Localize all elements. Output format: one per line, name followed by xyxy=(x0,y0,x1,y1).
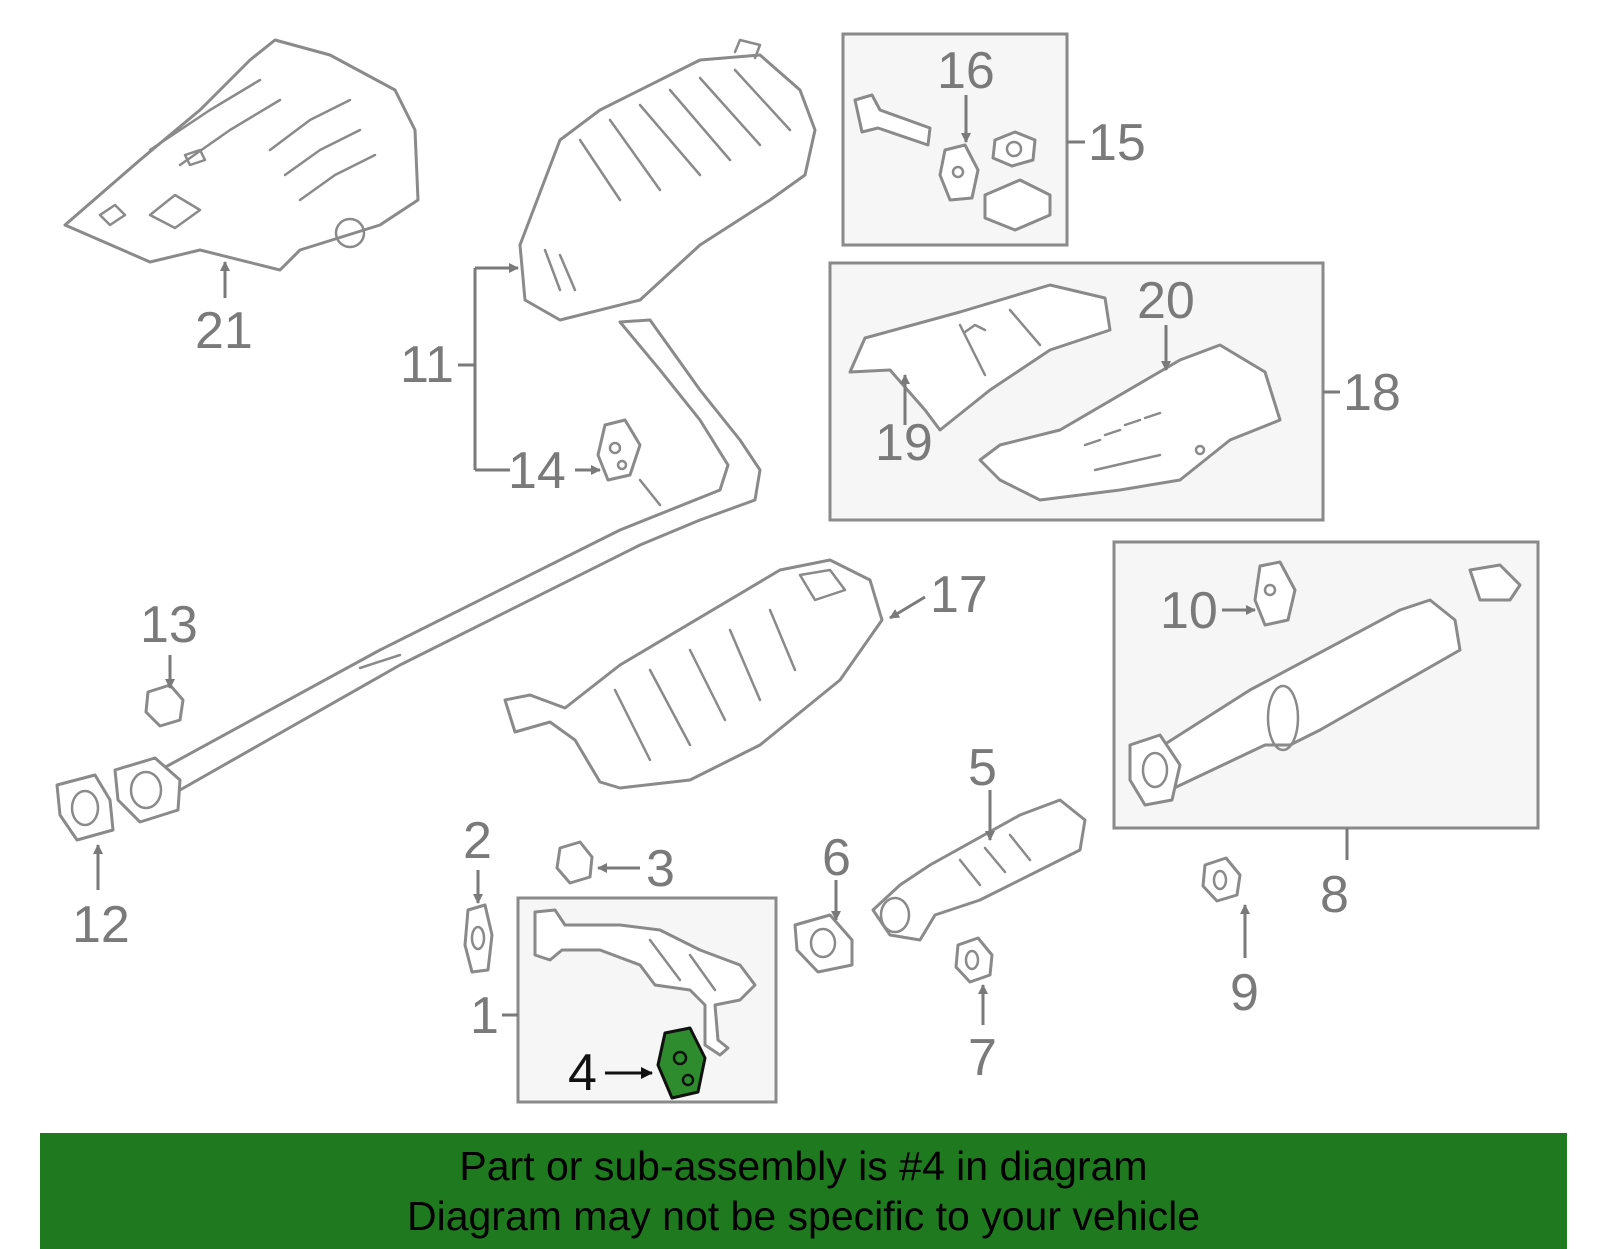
callout-7: 7 xyxy=(968,1029,997,1087)
front-pipe-part-1 xyxy=(533,908,757,1057)
rear-muffler-part-11 xyxy=(113,38,817,824)
leader-lines xyxy=(93,95,1349,1079)
heat-shield-part-20 xyxy=(978,343,1282,502)
gasket-part-6 xyxy=(793,913,854,974)
nut-part-3 xyxy=(555,840,594,885)
heat-shield-part-21 xyxy=(63,38,420,272)
center-muffler-part-8 xyxy=(1128,563,1522,807)
rubber-hanger-part-4-highlighted xyxy=(656,1026,707,1100)
callout-8: 8 xyxy=(1320,866,1349,924)
callout-1: 1 xyxy=(470,987,499,1045)
mount-hardware-part-15 xyxy=(853,93,1052,232)
callout-9: 9 xyxy=(1230,964,1259,1022)
callout-11: 11 xyxy=(400,336,454,394)
callout-20: 20 xyxy=(1137,272,1195,330)
nut-part-9 xyxy=(1201,856,1242,903)
callout-13: 13 xyxy=(140,596,198,654)
banner-line-disclaimer: Diagram may not be specific to your vehi… xyxy=(406,1193,1200,1239)
callout-21: 21 xyxy=(195,302,253,360)
catalytic-converter-part-5 xyxy=(871,798,1087,942)
callout-17: 17 xyxy=(930,566,988,624)
hanger-part-14 xyxy=(596,418,642,482)
heat-shield-part-19 xyxy=(848,283,1112,432)
center-heat-shield-part-17 xyxy=(503,558,884,790)
callout-16: 16 xyxy=(937,42,995,100)
nut-part-13 xyxy=(144,683,185,728)
callout-4-highlighted: 4 xyxy=(568,1044,597,1102)
callout-19: 19 xyxy=(875,414,933,472)
banner-line-part: Part or sub-assembly is #4 in diagram xyxy=(459,1143,1148,1189)
gasket-part-12 xyxy=(55,773,115,842)
callout-3: 3 xyxy=(646,840,675,898)
callout-6: 6 xyxy=(822,829,851,887)
callout-14: 14 xyxy=(508,442,566,500)
info-banner: Part or sub-assembly is #4 in diagram Di… xyxy=(40,1133,1567,1249)
callout-18: 18 xyxy=(1343,364,1401,422)
callout-5: 5 xyxy=(968,739,997,797)
callout-10: 10 xyxy=(1160,582,1218,640)
hanger-part-10 xyxy=(1253,560,1297,627)
gasket-part-2 xyxy=(463,903,494,974)
callout-15: 15 xyxy=(1088,114,1146,172)
callout-labels: 21 11 14 13 12 16 15 20 18 19 17 10 8 9 … xyxy=(72,42,1401,1102)
callout-12: 12 xyxy=(72,896,130,954)
callout-2: 2 xyxy=(463,812,492,870)
nut-part-7 xyxy=(954,936,994,984)
